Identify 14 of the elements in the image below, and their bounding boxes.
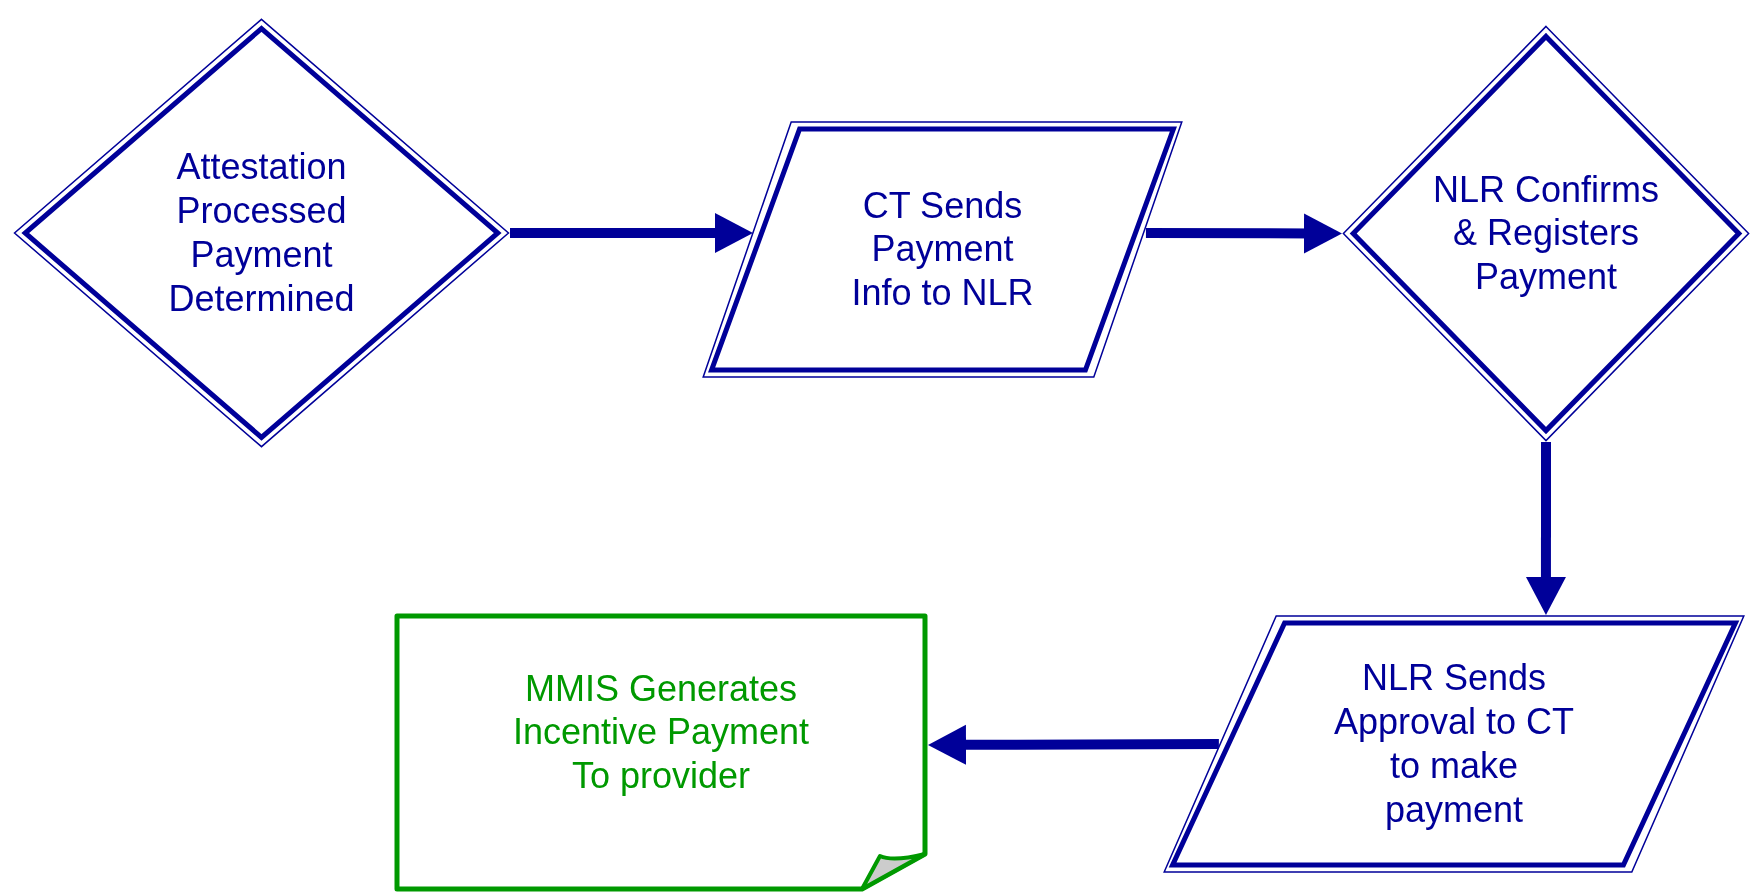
node-label: Attestation Processed Payment Determined — [167, 145, 356, 321]
node-label: NLR Confirms & Registers Payment — [1431, 167, 1660, 300]
arrow — [510, 213, 753, 254]
node-label: NLR Sends Approval to CT to make payment — [1332, 656, 1576, 832]
node-label: MMIS Generates Incentive Payment To provider — [511, 666, 811, 799]
arrow — [1145, 213, 1342, 254]
data-parallelogram — [702, 121, 1183, 378]
document-shape — [394, 613, 928, 892]
decision-diamond — [1342, 25, 1750, 442]
arrow — [928, 724, 1219, 765]
node-label: CT Sends Payment Info to NLR — [850, 183, 1035, 316]
arrow — [1525, 442, 1566, 615]
decision-diamond — [13, 18, 510, 448]
data-parallelogram — [1163, 615, 1745, 873]
